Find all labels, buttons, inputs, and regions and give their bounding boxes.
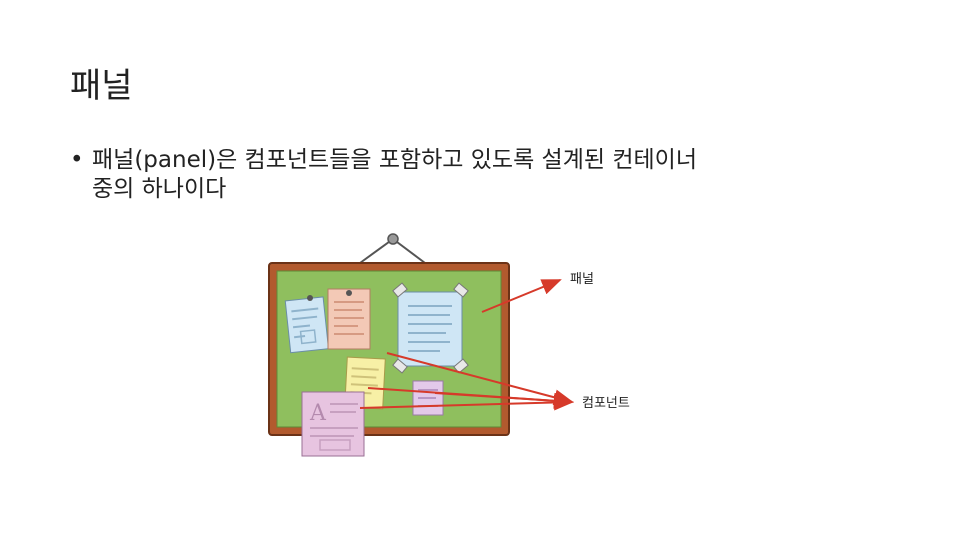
note-blue-left xyxy=(285,297,328,353)
pushpin-icon xyxy=(307,295,313,301)
label-component: 컴포넌트 xyxy=(582,396,630,411)
label-panel: 패널 xyxy=(570,272,594,287)
note-blue-large xyxy=(393,283,468,373)
note-lilac-small xyxy=(413,381,443,415)
nail-icon xyxy=(388,234,398,244)
bullet-text-line-2: 중의 하나이다 xyxy=(92,175,892,204)
pushpin-icon xyxy=(346,290,352,296)
note-pink-bottom: A xyxy=(302,392,364,456)
svg-text:A: A xyxy=(309,401,327,426)
bullet-dot: • xyxy=(70,146,84,175)
bullet-text: 패널(panel)은 컴포넌트들을 포함하고 있도록 설계된 컨테이너 중의 하… xyxy=(92,146,892,204)
bullet-text-line-1: 패널(panel)은 컴포넌트들을 포함하고 있도록 설계된 컨테이너 xyxy=(92,146,892,175)
page-title: 패널 xyxy=(70,58,133,107)
note-pink-top xyxy=(328,289,370,349)
bulletin-board-illustration: A 패널 컴포넌트 xyxy=(260,226,660,466)
